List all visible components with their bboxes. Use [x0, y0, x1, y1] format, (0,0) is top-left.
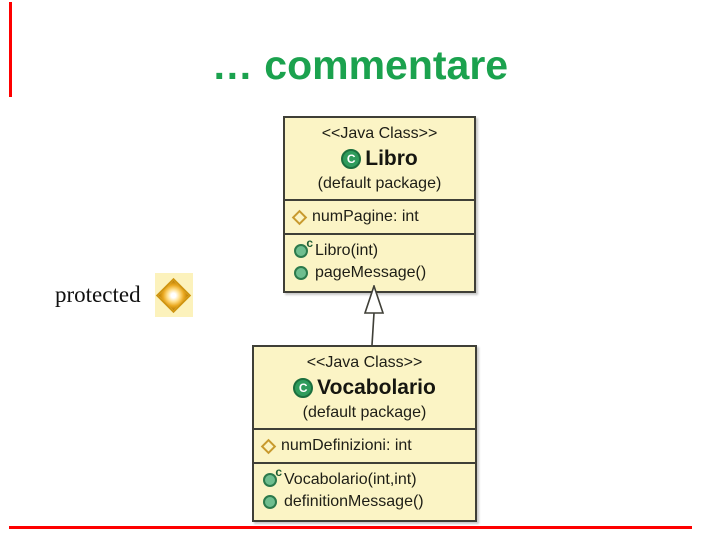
protected-annotation: protected — [55, 272, 193, 318]
constructor-decorator: c — [306, 236, 313, 250]
method-label: Libro(int) — [315, 242, 379, 259]
class-icon-letter: C — [346, 152, 356, 166]
method-row: c Libro(int) — [285, 236, 474, 262]
methods-compartment-libro: c Libro(int) pageMessage() — [285, 235, 474, 291]
constructor-decorator: c — [275, 465, 282, 479]
uml-class-libro: <<Java Class>> C Libro (default package)… — [283, 116, 476, 293]
field-label: numDefinizioni: int — [281, 437, 412, 454]
fields-compartment-libro: numPagine: int — [285, 201, 474, 235]
method-row: pageMessage() — [285, 262, 474, 284]
java-class-icon: C — [341, 149, 362, 169]
stereotype-label: <<Java Class>> — [306, 354, 423, 371]
class-name-row: C Vocabolario — [254, 376, 475, 400]
field-row: numPagine: int — [285, 206, 474, 228]
stereotype-label: <<Java Class>> — [321, 125, 438, 142]
method-label: Vocabolario(int,int) — [284, 471, 417, 488]
constructor-icon: c — [263, 465, 282, 487]
package-label: (default package) — [302, 404, 427, 421]
public-method-icon — [263, 495, 277, 509]
method-label: definitionMessage() — [284, 493, 424, 510]
package-visibility-diamond-icon — [291, 209, 308, 225]
public-method-icon — [294, 266, 308, 280]
field-row: numDefinizioni: int — [254, 435, 475, 457]
class-name: Libro — [365, 147, 418, 170]
java-class-icon: C — [293, 378, 314, 398]
method-row: definitionMessage() — [254, 491, 475, 513]
uml-class-vocabolario: <<Java Class>> C Vocabolario (default pa… — [252, 345, 477, 522]
class-name-row: C Libro — [285, 147, 474, 171]
protected-visibility-diamond-icon — [154, 273, 193, 317]
slide-title: … commentare — [211, 42, 509, 88]
protected-label: protected — [55, 282, 141, 307]
fields-compartment-vocabolario: numDefinizioni: int — [254, 430, 475, 464]
diamond-shape — [155, 277, 192, 313]
field-label: numPagine: int — [312, 208, 419, 225]
generalization-arrow — [363, 285, 385, 345]
class-icon-letter: C — [298, 381, 308, 395]
red-accent-bar-vertical — [9, 2, 12, 97]
methods-compartment-vocabolario: c Vocabolario(int,int) definitionMessage… — [254, 464, 475, 520]
class-name: Vocabolario — [317, 376, 436, 399]
class-header-libro: <<Java Class>> C Libro (default package) — [285, 118, 474, 201]
method-row: c Vocabolario(int,int) — [254, 465, 475, 491]
package-visibility-diamond-icon — [260, 438, 277, 454]
red-accent-bar-horizontal — [9, 526, 692, 529]
package-label: (default package) — [317, 175, 442, 192]
method-label: pageMessage() — [315, 264, 427, 281]
class-header-vocabolario: <<Java Class>> C Vocabolario (default pa… — [254, 347, 475, 430]
constructor-icon: c — [294, 236, 313, 258]
